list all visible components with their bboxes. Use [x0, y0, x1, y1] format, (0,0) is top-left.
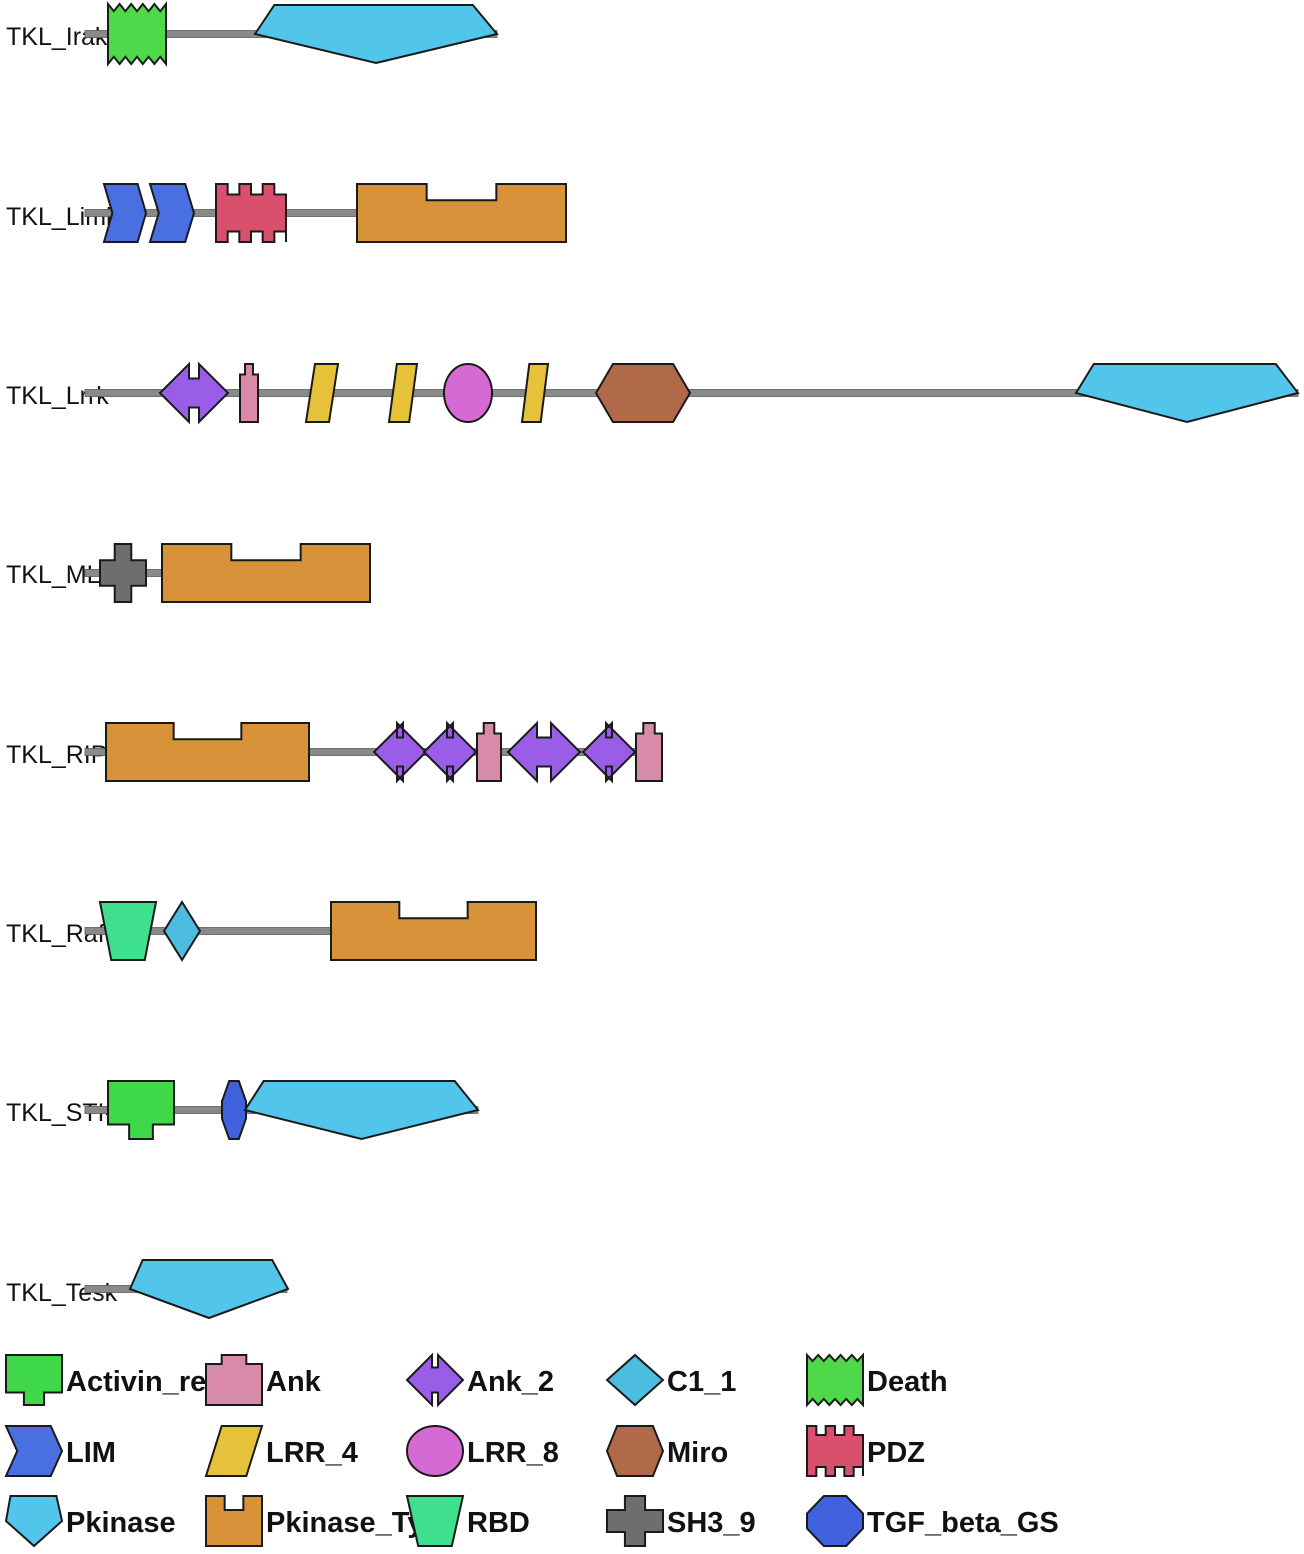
domain-row-tkl-ripk: [105, 720, 663, 784]
legend-label: TGF_beta_GS: [867, 1507, 1059, 1539]
legend-item-lrr-4: LRR_4: [204, 1425, 358, 1477]
protein-domains: [98, 1, 1300, 1320]
domain-row-tkl-mlk: [99, 543, 371, 603]
legend-item-ank-2: Ank_2: [405, 1352, 554, 1408]
legend-item-pkinase: Pkinase: [4, 1495, 176, 1548]
legend-item-pkinase-tyr: Pkinase_Tyr: [205, 1495, 435, 1547]
ank-domain-tkl-ripk-4: [476, 722, 502, 782]
legend-item-c1-1: C1_1: [605, 1353, 736, 1407]
rbd-domain-tkl-raf-1: [98, 901, 158, 961]
lrr8-icon: [406, 1425, 464, 1477]
tgf-icon: [806, 1495, 864, 1547]
legend-label: Pkinase: [66, 1507, 176, 1539]
pkinase-domain-tkl-irak-2: [253, 4, 499, 65]
pkinase-tyr-domain-tkl-mlk-2: [161, 543, 371, 603]
legend-item-ank: Ank: [205, 1354, 322, 1406]
ank2-domain-tkl-ripk-3: [422, 720, 478, 784]
domain-row-tkl-irak: [107, 1, 499, 67]
pdz-domain-tkl-limk-3: [215, 183, 287, 243]
c1-icon: [605, 1353, 665, 1407]
pkinase-tyr-domain-tkl-raf-3: [330, 901, 537, 961]
domain-row-tkl-tesk: [128, 1259, 290, 1320]
protein-label-limk: TKL_Limk: [6, 203, 119, 231]
sh3-icon: [606, 1495, 664, 1547]
ank2-domain-tkl-ripk-5: [506, 720, 582, 784]
lrr8-domain-tkl-lrrk-5: [443, 363, 493, 423]
legend-item-miro: Miro: [605, 1425, 728, 1477]
legend-label: LRR_8: [467, 1437, 559, 1469]
legend-label: C1_1: [667, 1366, 736, 1398]
lrr4-icon: [204, 1425, 264, 1477]
miro-domain-tkl-lrrk-7: [594, 363, 692, 423]
ank-domain-tkl-ripk-7: [635, 722, 663, 782]
sh3-domain-tkl-mlk-1: [99, 543, 147, 603]
pdz-icon: [806, 1425, 864, 1477]
pkinase-domain-tkl-stkr-3: [243, 1080, 480, 1141]
domain-row-tkl-lrrk: [158, 361, 1300, 425]
miro-icon: [605, 1425, 665, 1477]
ank2-icon: [405, 1352, 465, 1408]
lim-domain-tkl-limk-1: [102, 183, 148, 243]
legend-label: PDZ: [867, 1437, 925, 1469]
ank-icon: [205, 1354, 263, 1406]
legend-item-activin-recp: Activin_recp: [5, 1354, 240, 1406]
death-domain-tkl-irak-1: [107, 1, 167, 67]
pkinase-domain-tkl-lrrk-8: [1074, 363, 1300, 424]
ank2-domain-tkl-ripk-2: [372, 720, 428, 784]
protein-label-tesk: TKL_Tesk: [6, 1279, 118, 1307]
legend-label: LIM: [66, 1437, 116, 1469]
lrr4-domain-tkl-lrrk-4: [387, 363, 419, 423]
legend-item-tgf-beta-gs: TGF_beta_GS: [806, 1495, 1059, 1547]
pkinase-tyr-domain-tkl-ripk-1: [105, 722, 310, 782]
activin-icon: [5, 1354, 63, 1406]
legend-item-lrr-8: LRR_8: [406, 1425, 559, 1477]
pkinase-tyr-domain-tkl-limk-4: [356, 183, 567, 243]
death-icon: [806, 1352, 864, 1408]
legend-label: Pkinase_Tyr: [266, 1507, 435, 1539]
legend-label: Ank_2: [467, 1366, 554, 1398]
domain-row-tkl-stkr: [107, 1080, 480, 1141]
legend-item-sh3-9: SH3_9: [606, 1495, 756, 1547]
legend-label: SH3_9: [667, 1507, 756, 1539]
lim-domain-tkl-limk-2: [148, 183, 196, 243]
pkinase-domain-tkl-tesk-1: [128, 1259, 290, 1320]
legend-label: LRR_4: [266, 1437, 358, 1469]
lrr4-domain-tkl-lrrk-6: [520, 363, 550, 423]
legend-label: Ank: [266, 1366, 322, 1398]
legend-label: Death: [867, 1366, 948, 1398]
rbd-icon: [405, 1495, 465, 1547]
domain-row-tkl-limk: [102, 183, 567, 243]
tgf-domain-tkl-stkr-2: [221, 1080, 247, 1140]
ank2-domain-tkl-ripk-6: [581, 720, 637, 784]
legend-item-lim: LIM: [4, 1425, 116, 1477]
pkinase-tyr-icon: [205, 1495, 263, 1547]
ank2-domain-tkl-lrrk-1: [158, 361, 230, 425]
ank-domain-tkl-lrrk-2: [239, 363, 259, 423]
legend-label: RBD: [467, 1507, 530, 1539]
lim-icon: [4, 1425, 64, 1477]
legend-item-rbd: RBD: [405, 1495, 530, 1547]
c1-domain-tkl-raf-2: [162, 900, 202, 962]
domain-row-tkl-raf: [98, 900, 537, 962]
lrr4-domain-tkl-lrrk-3: [304, 363, 340, 423]
legend-item-death: Death: [806, 1352, 948, 1408]
activin-domain-tkl-stkr-1: [107, 1080, 175, 1140]
pkinase-icon: [4, 1495, 64, 1548]
legend-item-pdz: PDZ: [806, 1425, 925, 1477]
legend-label: Miro: [667, 1437, 728, 1469]
